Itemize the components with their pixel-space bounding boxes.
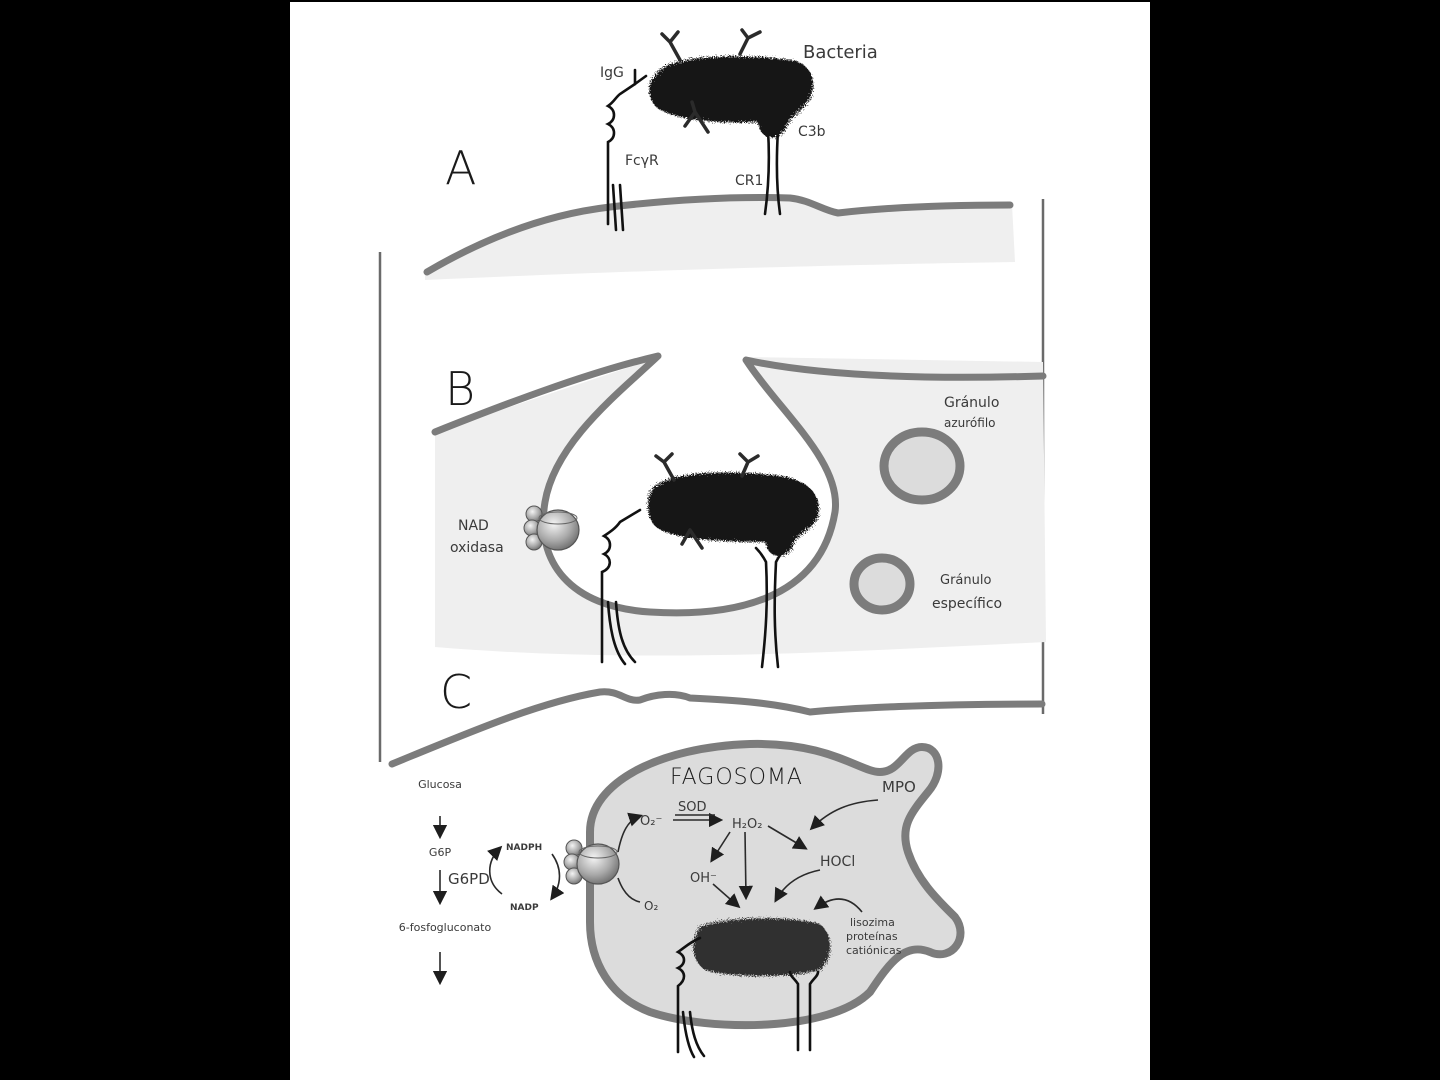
fc-gamma-receptor-b (600, 508, 642, 664)
label-hocl: HOCl (820, 854, 855, 870)
cr1-receptor-c (788, 970, 820, 1052)
arrow-o2-to-superoxide (617, 812, 644, 853)
panel-b: B Gránulo azurófilo Gránulo específico N… (378, 252, 1047, 762)
arrow-mpo (809, 799, 879, 831)
receptor-tail-b (606, 600, 637, 666)
cell-membrane-a (423, 194, 1014, 276)
label-lysozyme-3: catiónicas (846, 944, 902, 957)
phagocytosis-diagram: A Bacteria IgG FcγR C3b CR1 B (378, 28, 1047, 1059)
label-nadp: NADP (510, 903, 539, 913)
label-granule-azurophil-1: Gránulo (944, 395, 999, 411)
arrow-oh-to-bacteria (712, 883, 741, 909)
arrow-o2-input (617, 877, 641, 903)
label-sod: SOD (678, 800, 707, 815)
label-g6p: G6P (429, 846, 452, 859)
label-gluconate: 6-fosfogluconato (399, 921, 492, 934)
receptor-tail-c (681, 1010, 706, 1059)
azurophil-granule (879, 427, 965, 505)
pentose-phosphate-pathway: Glucosa G6P G6PD 6-fosfogluconato NADPH … (399, 778, 565, 986)
panel-c: C FAGOSOMA MPO O₂⁻ SOD H₂O₂ HOCl OH⁻ O₂ (388, 665, 1046, 1059)
panel-letter-b: B (445, 362, 475, 416)
label-phagosome: FAGOSOMA (670, 765, 803, 790)
arrow-nadp-cycle-up (486, 845, 503, 895)
label-lysozyme-1: lisozima (850, 916, 895, 929)
fc-gamma-receptor-c (675, 936, 702, 1054)
bacteria-b (647, 452, 819, 556)
label-nad-oxidase-2: oxidasa (450, 540, 504, 556)
arrow-hocl-to-bacteria (774, 869, 821, 903)
cell-cytoplasm-a (425, 197, 1015, 280)
arrow-lysozyme-to-bacteria (813, 895, 863, 913)
bacteria-c (693, 918, 831, 976)
fc-gamma-receptor-a (605, 68, 648, 232)
label-igg: IgG (600, 65, 624, 81)
label-granule-azurophil-2: azurófilo (944, 416, 996, 430)
arrow-nadp-cycle-down (550, 853, 565, 901)
arrow-h2o2-to-bacteria (738, 831, 754, 901)
label-hydroxyl: OH⁻ (690, 871, 717, 886)
label-bacteria: Bacteria (803, 42, 878, 63)
specific-granule (849, 553, 915, 615)
label-superoxide: O₂⁻ (640, 814, 662, 829)
arrow-h2o2-to-oh (710, 831, 731, 863)
arrow-h2o2-to-hocl (767, 825, 808, 850)
label-granule-specific-2: específico (932, 596, 1002, 612)
nad-oxidase-c (563, 839, 620, 885)
label-g6pd: G6PD (448, 870, 490, 888)
nad-oxidase-b (523, 505, 580, 551)
bacteria-a (649, 28, 814, 138)
cell-membrane-c (388, 688, 1046, 768)
label-oxygen: O₂ (644, 899, 658, 913)
label-h2o2: H₂O₂ (732, 817, 762, 832)
panel-a: A Bacteria IgG FcγR C3b CR1 (423, 28, 1045, 714)
label-fcgr: FcγR (625, 153, 659, 169)
label-c3b: C3b (798, 124, 826, 140)
label-cr1: CR1 (735, 173, 763, 189)
panel-letter-c: C (440, 665, 472, 719)
label-nad-oxidase-1: NAD (458, 518, 489, 534)
label-lysozyme-2: proteínas (846, 930, 898, 943)
cell-membrane-b (431, 352, 1047, 617)
label-nadph: NADPH (506, 843, 542, 853)
panel-letter-a: A (445, 141, 476, 195)
figure-page: A Bacteria IgG FcγR C3b CR1 B (290, 2, 1150, 1080)
label-glucose: Glucosa (418, 778, 462, 791)
label-mpo: MPO (882, 778, 916, 796)
label-granule-specific-1: Gránulo (940, 573, 991, 588)
